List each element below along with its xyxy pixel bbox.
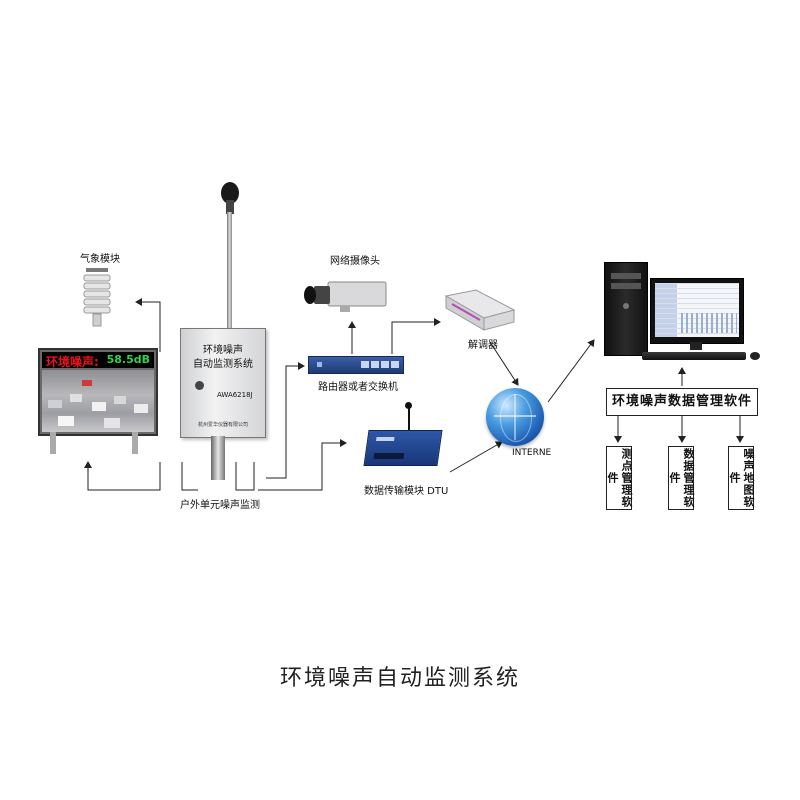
network-camera-label: 网络摄像头 <box>330 256 380 267</box>
line-cabinet-to-weather <box>135 298 161 352</box>
modem-label: 解调器 <box>468 340 498 351</box>
display-header: 环境噪声: 58.5dB <box>42 352 154 369</box>
line-cabinet-to-router <box>266 362 305 479</box>
weather-module-label: 气象模块 <box>80 254 120 265</box>
software-module-1-label: 测点管理软件 <box>606 448 633 508</box>
cabinet-title-line1: 环境噪声 <box>203 345 243 356</box>
monitor-screen <box>655 283 739 337</box>
internet-label: INTERNE <box>512 448 552 458</box>
display-title: 环境噪声: <box>46 355 99 369</box>
software-module-3-box: 噪声地图软件 <box>728 446 755 510</box>
mast-pole <box>227 212 232 330</box>
line-modem-to-internet <box>489 341 519 386</box>
software-main-box: 环境噪声数据管理软件 <box>606 388 758 416</box>
outdoor-unit-label: 户外单元噪声监测 <box>180 500 260 511</box>
software-main-label: 环境噪声数据管理软件 <box>611 394 752 409</box>
microphone-icon <box>221 182 239 204</box>
software-module-1-box: 测点管理软件 <box>606 446 633 510</box>
monitor-icon <box>650 278 744 344</box>
software-module-2-box: 数据管理软件 <box>668 446 695 510</box>
router-icon <box>308 356 404 374</box>
line-router-to-modem <box>391 318 441 354</box>
microphone-neck <box>226 200 234 214</box>
display-leg-right <box>132 432 138 454</box>
cabinet-maker: 杭州爱华仪器有限公司 <box>197 422 248 428</box>
software-module-3-label: 噪声地图软件 <box>728 448 755 508</box>
cabinet-indicator <box>195 381 204 390</box>
keyboard-icon <box>642 352 746 360</box>
cabinet-title-line2: 自动监测系统 <box>193 359 253 370</box>
bracket-right <box>235 462 255 491</box>
line-outdoor-to-display <box>84 461 161 491</box>
monitoring-cabinet: 环境噪声 自动监测系统 AWA6218J 杭州爱华仪器有限公司 <box>180 328 266 438</box>
led-display-board: 环境噪声: 58.5dB <box>38 348 158 436</box>
line-cabinet-to-dtu <box>258 439 347 491</box>
bracket-left <box>181 462 198 491</box>
diagram-caption: 环境噪声自动监测系统 <box>279 666 520 691</box>
line-dtu-to-internet <box>449 441 503 473</box>
display-value: 58.5dB <box>106 353 150 366</box>
traffic-image <box>42 370 154 432</box>
dtu-label: 数据传输模块 DTU <box>364 486 449 497</box>
display-leg-left <box>50 432 56 454</box>
software-module-2-label: 数据管理软件 <box>668 448 695 508</box>
dtu-antenna <box>408 404 410 430</box>
router-label: 路由器或者交换机 <box>318 382 398 393</box>
monitor-stand <box>690 342 702 350</box>
pc-tower-icon <box>604 262 648 356</box>
mast-base <box>211 436 225 480</box>
line-internet-to-computer <box>547 339 595 403</box>
dtu-icon <box>363 430 443 466</box>
cabinet-model: AWA6218J <box>217 391 253 399</box>
internet-globe-icon <box>486 388 544 446</box>
dtu-antenna-tip <box>405 402 412 409</box>
mouse-icon <box>750 352 760 360</box>
